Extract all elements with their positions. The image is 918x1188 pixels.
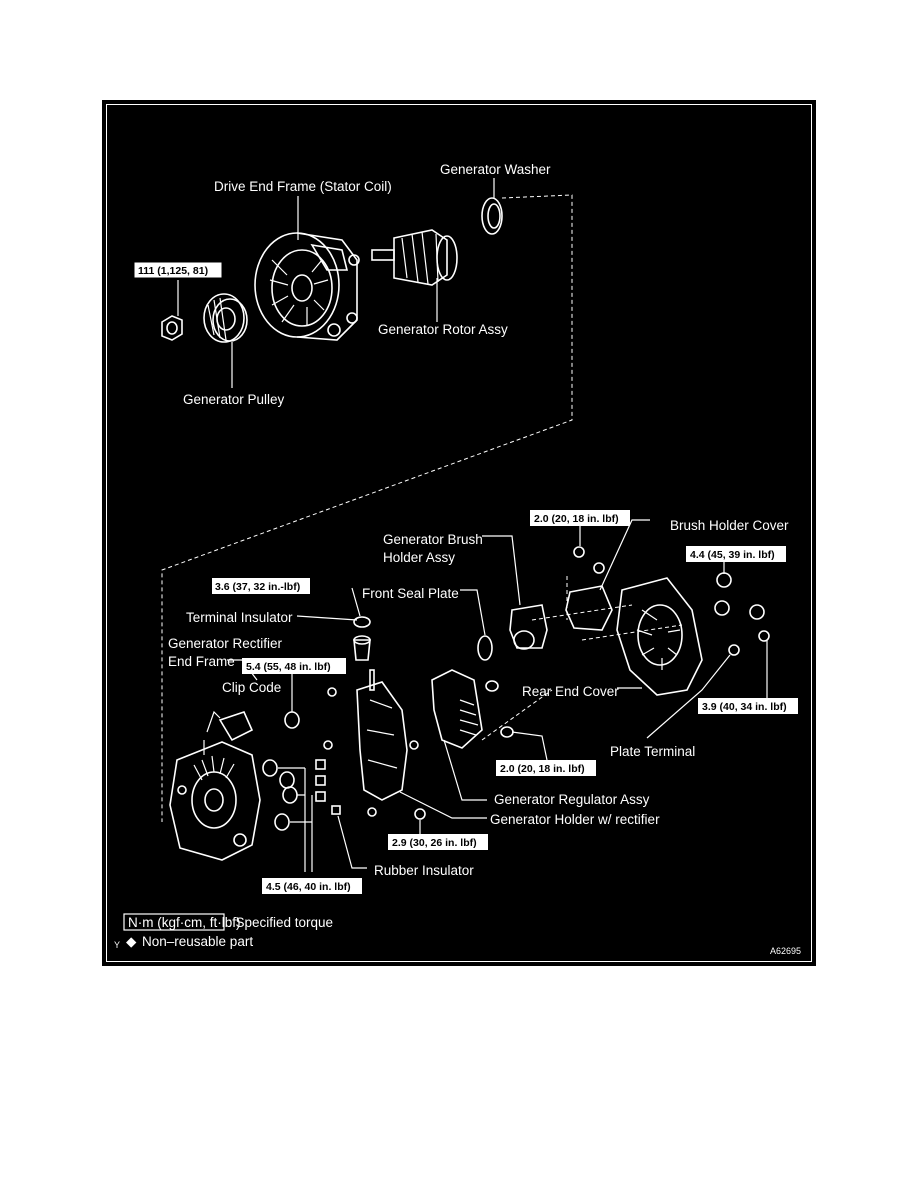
assembly-dashed-line-rear [481, 576, 683, 741]
torque-box-terminal-nut: 3.6 (37, 32 in.-lbf) [212, 578, 310, 594]
label-brush-holder-cover: Brush Holder Cover [670, 518, 789, 533]
label-rectifier-end-frame-line2: End Frame [168, 654, 235, 669]
torque-box-clip-bolt: 5.4 (55, 48 in. lbf) [242, 658, 346, 674]
label-rubber-insulator: Rubber Insulator [374, 863, 474, 878]
label-generator-pulley: Generator Pulley [183, 392, 285, 407]
legend-nonreusable-desc: Non–reusable part [142, 934, 253, 949]
generator-rotor-assy [371, 229, 458, 286]
generator-holder-rectifier [323, 669, 419, 817]
svg-text:2.0 (20, 18 in. lbf): 2.0 (20, 18 in. lbf) [500, 763, 585, 775]
label-regulator-assy: Generator Regulator Assy [494, 792, 650, 807]
nonreusable-icon: ◆ [126, 934, 137, 949]
svg-text:2.0 (20, 18 in. lbf): 2.0 (20, 18 in. lbf) [534, 513, 619, 525]
generator-pulley [203, 293, 248, 343]
label-front-seal-plate: Front Seal Plate [362, 586, 459, 601]
torque-box-rear-cover-nut: 4.4 (45, 39 in. lbf) [686, 546, 786, 562]
svg-text:5.4 (55, 48 in. lbf): 5.4 (55, 48 in. lbf) [246, 661, 331, 673]
holder-screw [414, 808, 426, 820]
label-holder-rectifier: Generator Holder w/ rectifier [490, 812, 660, 827]
assembly-dashed-line [161, 194, 573, 822]
svg-text:111 (1,125, 81): 111 (1,125, 81) [138, 265, 208, 277]
diagram-inner-border [106, 104, 812, 962]
label-plate-terminal: Plate Terminal [610, 744, 695, 759]
legend-torque-desc: : Specified torque [228, 915, 333, 930]
rubber-insulators [315, 759, 341, 815]
torque-box-rear-cover-bolt: 3.9 (40, 34 in. lbf) [698, 698, 798, 714]
torque-box-brush-holder-screw: 2.0 (20, 18 in. lbf) [530, 510, 630, 526]
terminal-insulator [353, 616, 371, 661]
figure-id: A62695 [770, 946, 801, 956]
front-seal-plate [477, 635, 493, 661]
svg-text:3.6 (37, 32 in.-lbf): 3.6 (37, 32 in.-lbf) [215, 581, 300, 593]
torque-box-holder-screw: 2.9 (30, 26 in. lbf) [388, 834, 488, 850]
label-rear-end-cover: Rear End Cover [522, 684, 619, 699]
svg-text:4.5 (46, 40 in. lbf): 4.5 (46, 40 in. lbf) [266, 881, 351, 893]
torque-box-frame-nuts: 4.5 (46, 40 in. lbf) [262, 878, 362, 894]
torque-box-regulator-screw: 2.0 (20, 18 in. lbf) [496, 760, 596, 776]
brush-holder-cover [565, 585, 613, 631]
label-drive-end-frame: Drive End Frame (Stator Coil) [214, 179, 392, 194]
pulley-nut [161, 315, 183, 341]
exploded-view-diagram: Drive End Frame (Stator Coil) Generator … [114, 162, 801, 956]
label-rectifier-end-frame-line1: Generator Rectifier [168, 636, 283, 651]
label-brush-holder-line1: Generator Brush [383, 532, 483, 547]
diagram-frame: Drive End Frame (Stator Coil) Generator … [100, 98, 818, 968]
legend-torque-unit: N·m (kgf·cm, ft·lbf) [128, 915, 241, 930]
generator-regulator-assy [431, 669, 514, 749]
clip-bolt [284, 711, 300, 729]
svg-text:4.4 (45, 39 in. lbf): 4.4 (45, 39 in. lbf) [690, 549, 775, 561]
label-generator-washer: Generator Washer [440, 162, 551, 177]
label-brush-holder-line2: Holder Assy [383, 550, 455, 565]
legend-marker: Y [114, 940, 120, 950]
frame-nuts [262, 759, 298, 831]
generator-brush-holder-assy [509, 546, 605, 650]
clip-code [218, 711, 254, 742]
generator-washer [481, 197, 503, 235]
svg-text:2.9 (30, 26 in. lbf): 2.9 (30, 26 in. lbf) [392, 837, 477, 849]
svg-text:3.9 (40, 34 in. lbf): 3.9 (40, 34 in. lbf) [702, 701, 787, 713]
label-clip-code: Clip Code [222, 680, 281, 695]
rectifier-end-frame [169, 741, 261, 861]
rear-end-cover [616, 572, 770, 696]
torque-box-pulley-nut: 111 (1,125, 81) [133, 261, 223, 279]
legend: N·m (kgf·cm, ft·lbf) : Specified torque … [114, 913, 801, 956]
label-terminal-insulator: Terminal Insulator [186, 610, 293, 625]
label-generator-rotor-assy: Generator Rotor Assy [378, 322, 508, 337]
drive-end-frame [254, 232, 360, 341]
